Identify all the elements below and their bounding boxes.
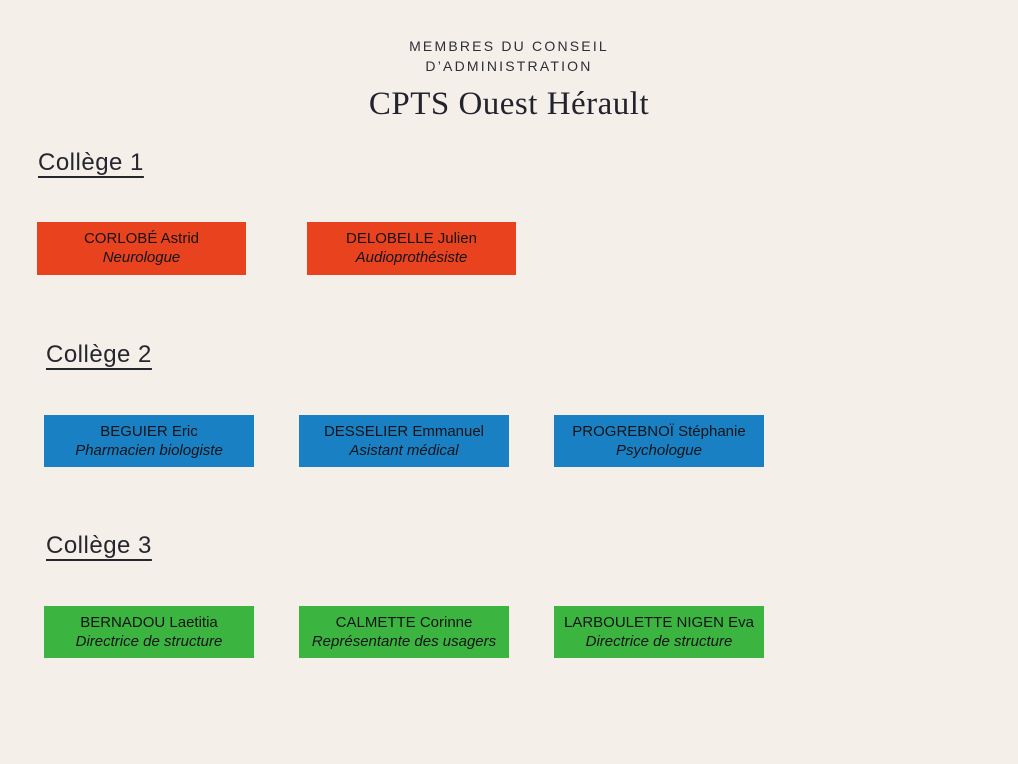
page-title: CPTS Ouest Hérault <box>368 86 650 122</box>
member-role: Neurologue <box>102 249 181 266</box>
header: MEMBRES DU CONSEIL D’ADMINISTRATION CPTS… <box>0 36 1018 123</box>
member-name: CALMETTE Corinne <box>335 613 473 631</box>
member-card-delobelle: DELOBELLE Julien Audioprothésiste <box>307 222 516 275</box>
board-subtitle-line2: D’ADMINISTRATION <box>425 58 593 74</box>
college-1-member-row: CORLOBÉ Astrid Neurologue DELOBELLE Juli… <box>37 222 516 275</box>
member-card-desselier: DESSELIER Emmanuel Asistant médical <box>299 415 509 467</box>
member-role: Représentante des usagers <box>311 632 497 650</box>
member-role: Directrice de structure <box>585 632 733 650</box>
member-card-corlobe: CORLOBÉ Astrid Neurologue <box>37 222 246 275</box>
college-3-heading: Collège 3 <box>46 532 152 559</box>
member-role: Audioprothésiste <box>355 249 468 266</box>
member-card-calmette: CALMETTE Corinne Représentante des usage… <box>299 606 509 658</box>
member-card-progrebnoi: PROGREBNOÏ Stéphanie Psychologue <box>554 415 764 467</box>
college-3-member-row: BERNADOU Laetitia Directrice de structur… <box>44 606 764 658</box>
member-role: Directrice de structure <box>75 632 223 650</box>
member-name: CORLOBÉ Astrid <box>83 230 200 247</box>
member-name: LARBOULETTE NIGEN Eva <box>563 613 755 631</box>
college-1-heading: Collège 1 <box>38 149 144 176</box>
member-name: BERNADOU Laetitia <box>80 613 218 631</box>
member-role: Psychologue <box>616 441 702 459</box>
board-subtitle-line1: MEMBRES DU CONSEIL <box>409 38 609 54</box>
member-card-bernadou: BERNADOU Laetitia Directrice de structur… <box>44 606 254 658</box>
member-name: BEGUIER Eric <box>100 422 198 440</box>
member-role: Pharmacien biologiste <box>75 441 223 459</box>
member-card-larboulette: LARBOULETTE NIGEN Eva Directrice de stru… <box>554 606 764 658</box>
member-name: DELOBELLE Julien <box>346 230 477 247</box>
member-name: DESSELIER Emmanuel <box>323 422 485 440</box>
board-subtitle: MEMBRES DU CONSEIL D’ADMINISTRATION <box>0 36 1018 76</box>
member-role: Asistant médical <box>349 441 459 459</box>
college-2-member-row: BEGUIER Eric Pharmacien biologiste DESSE… <box>44 415 764 467</box>
member-card-beguier: BEGUIER Eric Pharmacien biologiste <box>44 415 254 467</box>
member-name: PROGREBNOÏ Stéphanie <box>572 422 746 440</box>
college-2-heading: Collège 2 <box>46 341 152 368</box>
